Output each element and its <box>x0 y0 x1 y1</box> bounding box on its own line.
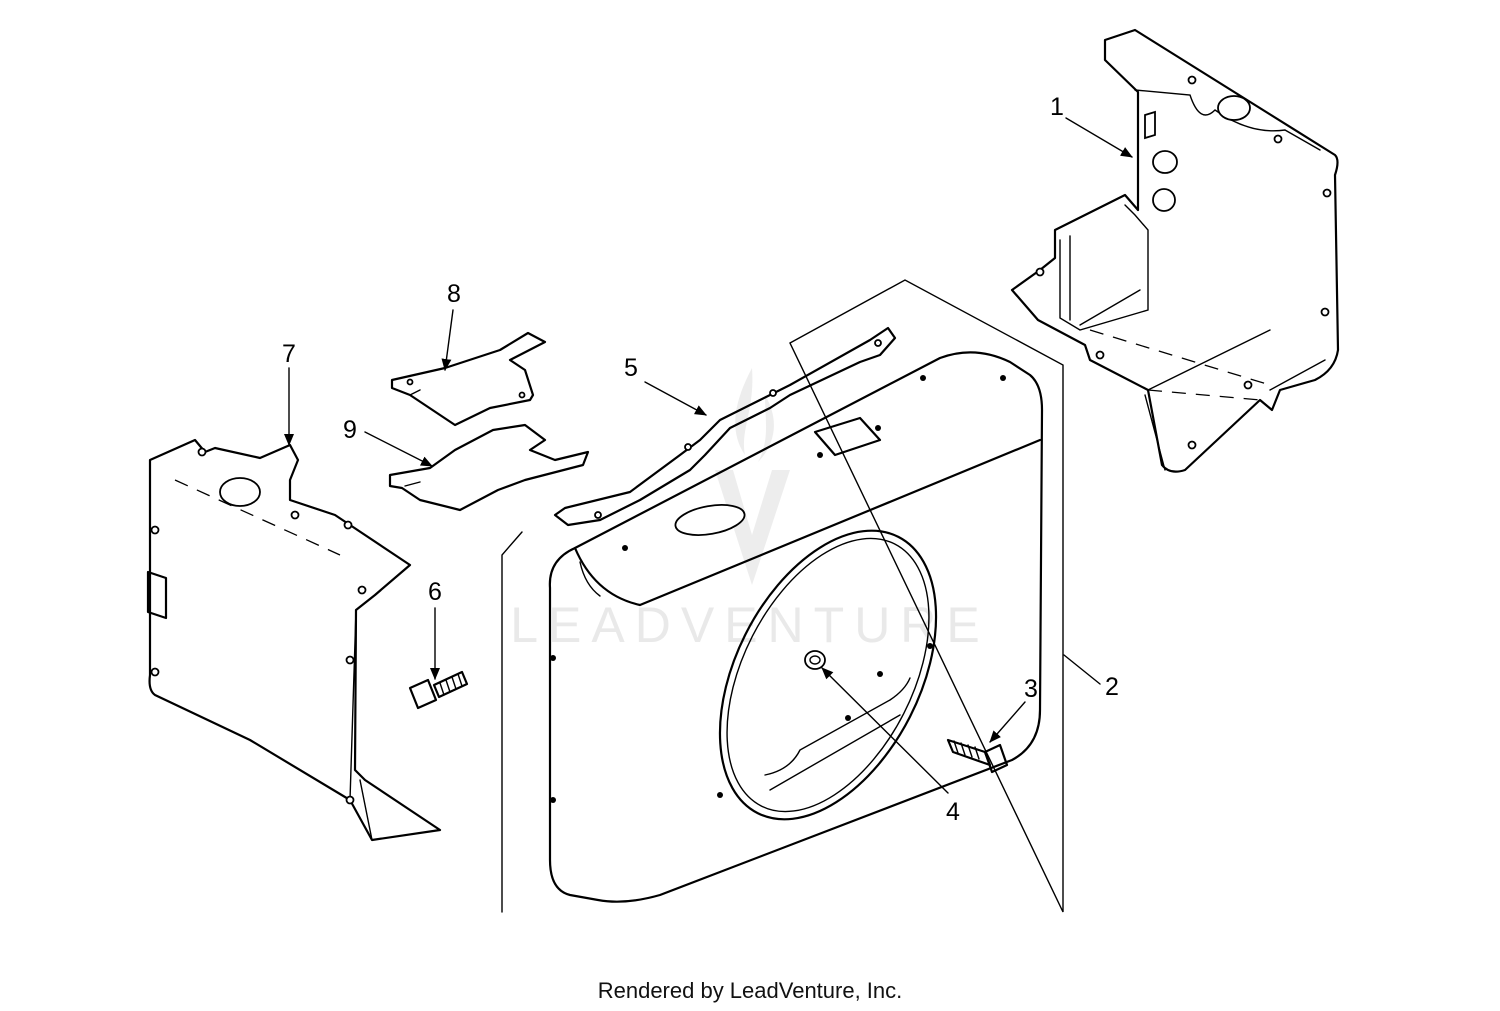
part-1-rear-shroud <box>1010 28 1340 473</box>
part-9-plate <box>388 423 590 512</box>
shroud-holes <box>1035 75 1332 450</box>
part-7-side-shroud <box>146 438 442 842</box>
callout-3: 3 <box>1024 675 1038 703</box>
leader-4 <box>821 667 949 794</box>
leader-lines <box>284 117 1133 794</box>
part-2-blower-housing <box>548 351 1044 903</box>
leader-2 <box>1063 654 1101 685</box>
flame-v-logo-icon <box>715 368 790 585</box>
part-6-bolt <box>408 670 469 710</box>
callout-8: 8 <box>447 280 461 308</box>
assembly-bracket-outline <box>501 279 1064 913</box>
callout-4: 4 <box>946 798 960 826</box>
callouts: 1 2 3 4 5 6 7 8 9 <box>282 93 1119 826</box>
footer-credit: Rendered by LeadVenture, Inc. <box>597 978 903 1003</box>
callout-1: 1 <box>1050 93 1064 121</box>
part-5-baffle-strip <box>553 326 897 527</box>
part-3-bolt <box>946 738 1009 774</box>
watermark: LEADVENTURE <box>510 368 990 653</box>
leader-1 <box>1065 117 1133 158</box>
leader-5 <box>644 381 707 416</box>
callout-9: 9 <box>343 416 357 444</box>
callout-2: 2 <box>1105 673 1119 701</box>
callout-7: 7 <box>282 340 296 368</box>
leader-8 <box>441 309 454 371</box>
housing-holes <box>550 375 1006 803</box>
watermark-text: LEADVENTURE <box>510 597 990 653</box>
leader-9 <box>364 431 433 467</box>
leader-3 <box>989 701 1026 743</box>
callout-6: 6 <box>428 578 442 606</box>
side-shroud-holes <box>150 447 367 805</box>
part-8-plate <box>390 331 547 427</box>
callout-5: 5 <box>624 354 638 382</box>
